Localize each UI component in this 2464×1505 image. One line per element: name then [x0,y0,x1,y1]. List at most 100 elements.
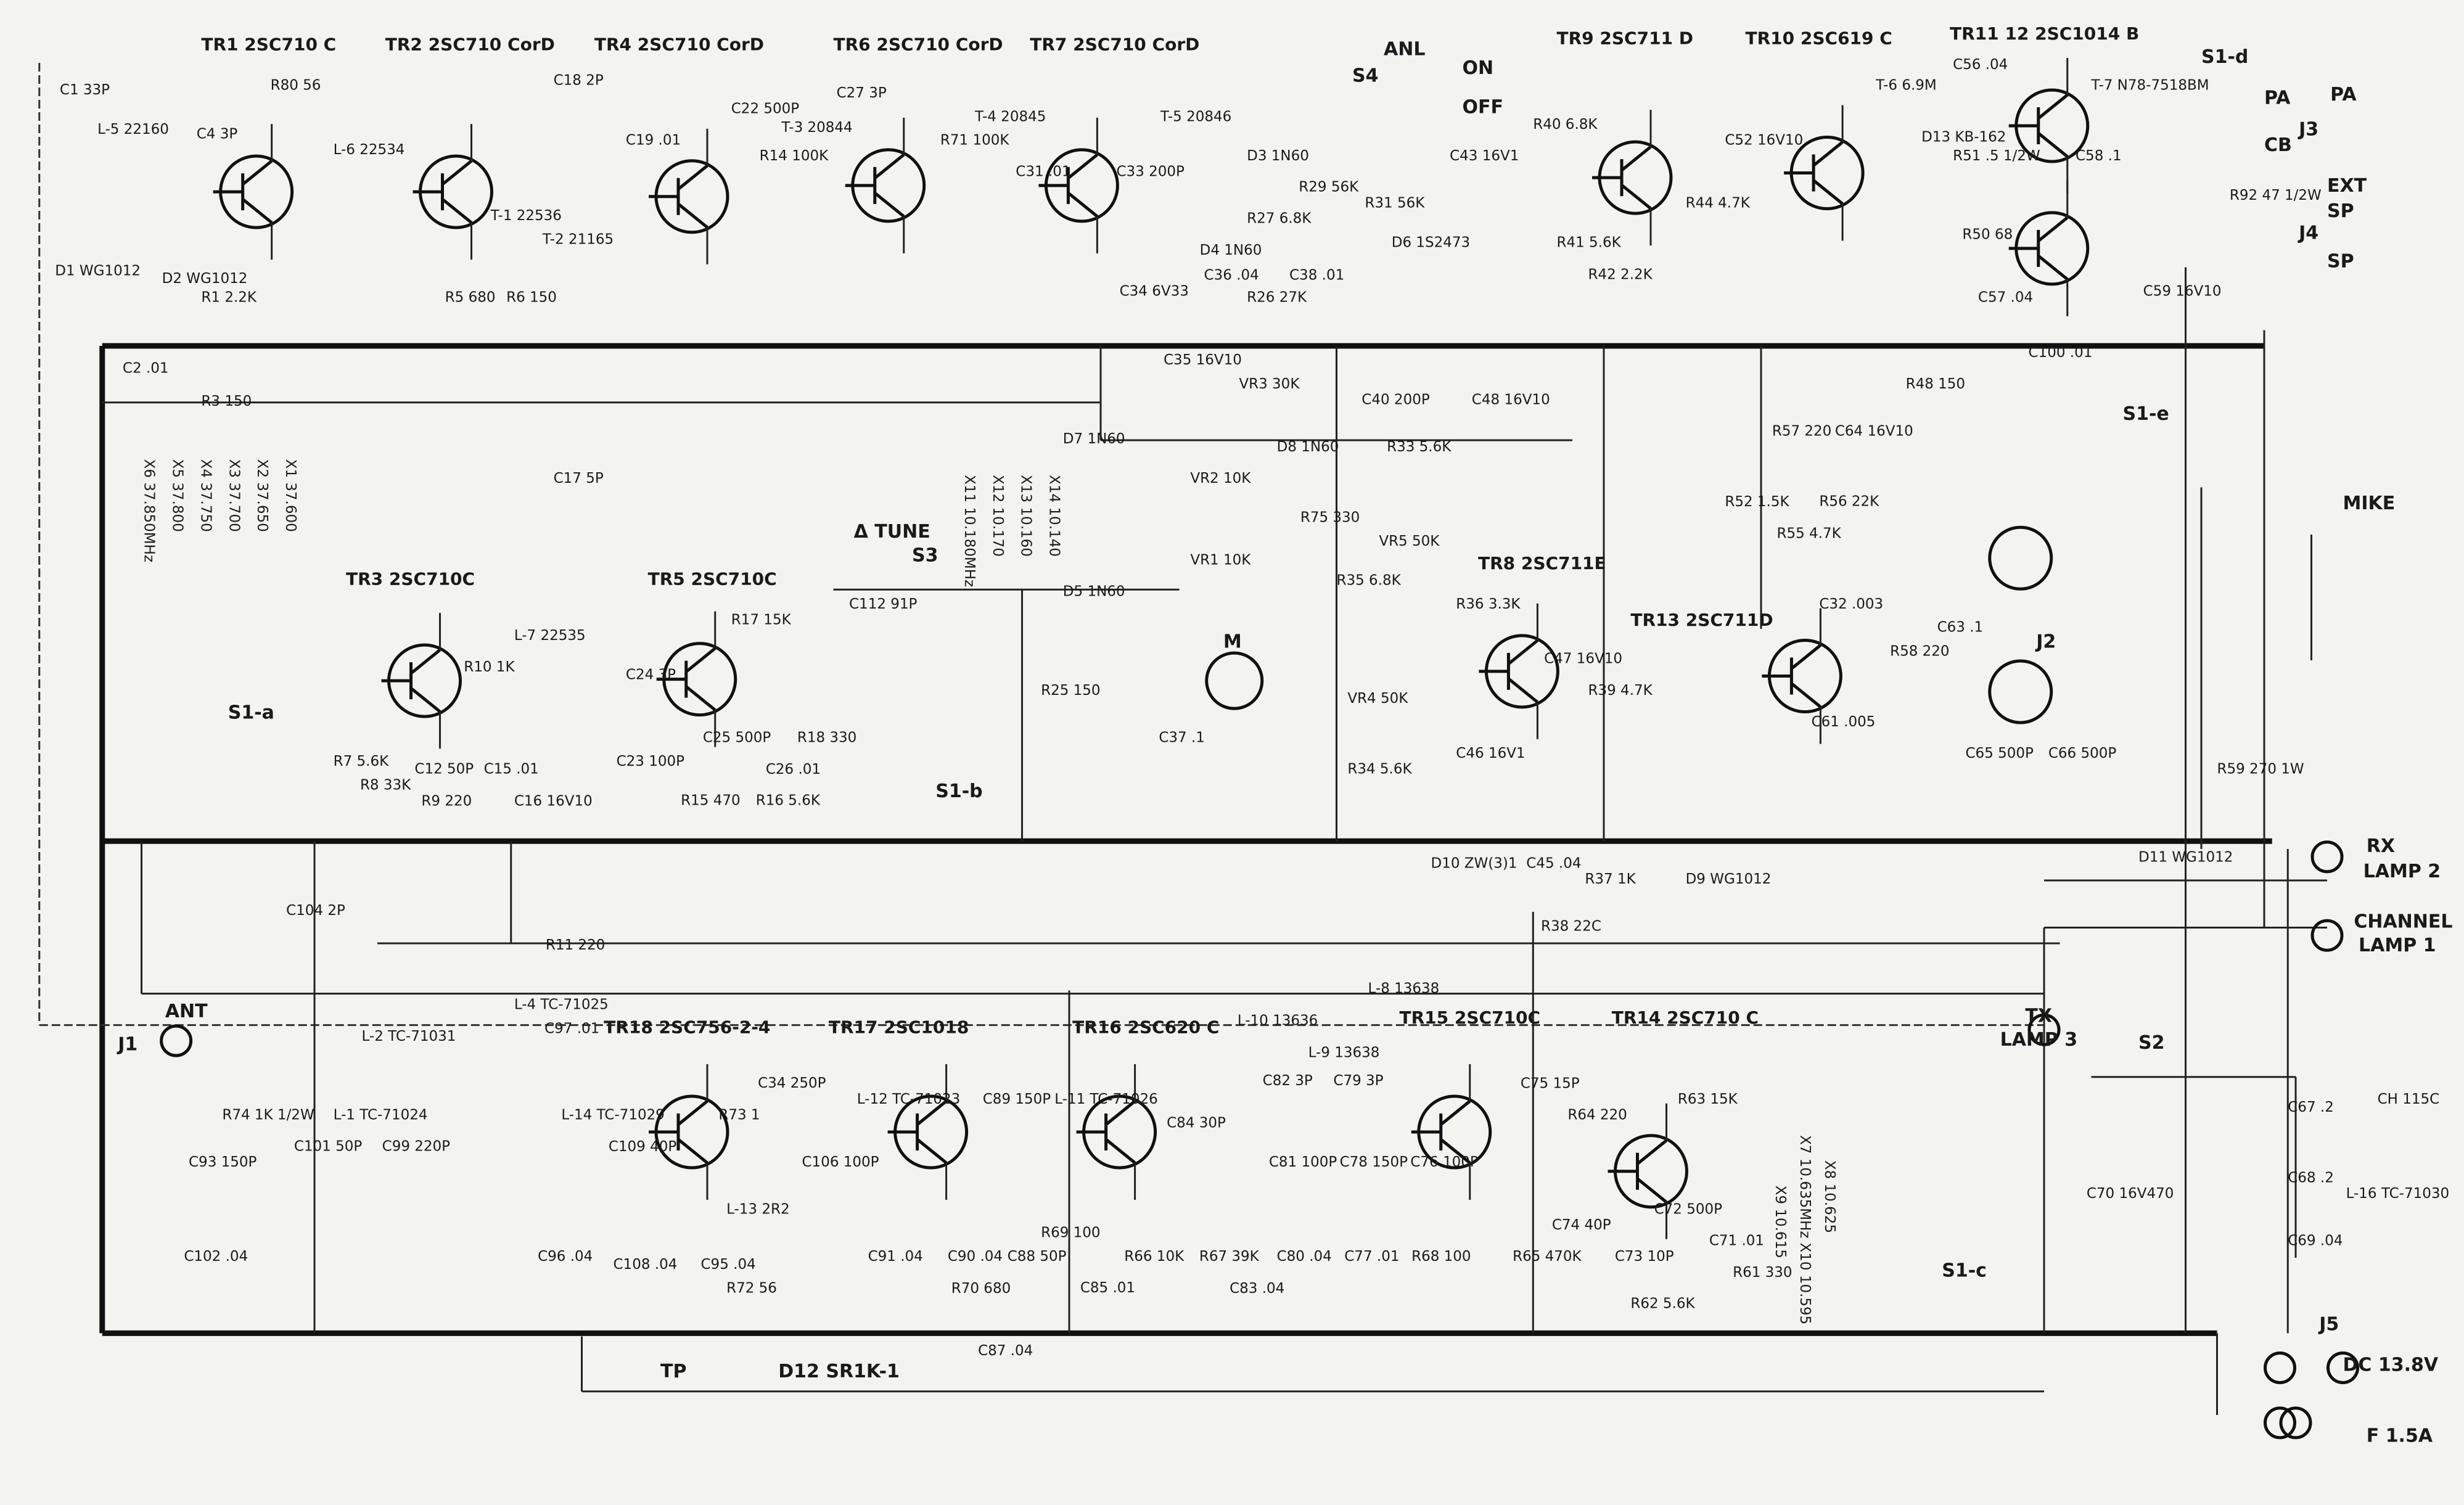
component-label: C1 33P [60,82,110,98]
label-slot: T-6 6.9M [1875,77,1937,93]
component-label: R73 1 [718,1107,760,1123]
label-slot: R3 150 [201,393,252,409]
crystal-label: X4 37.750 [197,459,213,532]
crystal-label: X8 10.625 [1821,1160,1838,1233]
label-slot: C57 .04 [1978,290,2033,306]
label-slot: VR3 30K [1239,376,1300,392]
component-label: R5 680 [445,290,496,306]
transistor-label: TR8 2SC711E [1478,553,1606,573]
transistor-symbol [1592,110,1673,246]
label-slot: C108 .04 [614,1257,678,1273]
label-slot: C91 .04 [868,1249,923,1265]
label-slot: C23 100P [617,753,685,769]
connector-label: EXT [2327,175,2367,197]
component-label: C82 3P [1263,1073,1313,1089]
component-label: R42 2.2K [1588,266,1653,282]
connector-label: ANT [165,1001,208,1022]
label-slot: R80 56 [271,77,321,93]
jack-connector-icon [2326,1351,2359,1384]
label-slot: C67 .2 [2288,1099,2334,1115]
label-slot: T-7 N78-7518BM [2091,77,2209,93]
label-slot: C70 16V470 [2087,1186,2174,1202]
component-label: T-2 21165 [542,231,614,247]
component-label: R62 5.6K [1630,1296,1695,1312]
component-label: C32 .003 [1819,596,1883,612]
label-slot: C35 16V10 [1164,352,1242,368]
component-label: R58 220 [1890,643,1949,659]
label-slot: C40 200P [1361,392,1430,408]
component-label: D11 WG1012 [2138,849,2233,865]
connector-label: SP [2327,251,2354,273]
label-slot: C15 .01 [484,761,539,777]
component-label: R31 56K [1365,195,1425,211]
component-label: R72 56 [726,1281,777,1297]
label-slot: S1-d [2201,46,2248,68]
label-slot: D4 1N60 [1200,242,1262,258]
label-slot: D2 WG1012 [162,271,248,287]
label-slot: R75 330 [1300,510,1360,526]
label-slot: R70 680 [951,1281,1011,1297]
label-slot: TR1 2SC710 C [201,35,336,55]
component-label: R56 22K [1819,494,1879,510]
transistor-symbol [845,117,926,253]
transistor-symbol [649,128,729,265]
label-slot: R25 150 [1041,683,1100,699]
crystal-label: X10 10.595 [1797,1243,1813,1325]
component-label: R3 150 [201,393,252,409]
label-slot: C36 .04 [1204,267,1259,283]
connector-label: S3 [912,544,938,566]
label-slot: X11 10.180MHz [961,475,977,587]
component-label: L-10 13636 [1238,1013,1318,1029]
jack-connector-icon [2027,1013,2061,1046]
label-slot: TR15 2SC710C [1400,1007,1541,1028]
component-label: C25 500P [703,730,771,746]
label-slot: VR2 10K [1190,470,1251,486]
component-label: R1 2.2K [201,290,257,306]
label-slot: C83 .04 [1230,1281,1284,1297]
label-slot: X3 37.700 [226,459,242,532]
label-slot: R35 6.8K [1337,573,1402,589]
component-label: C85 .01 [1080,1280,1135,1296]
label-slot: C68 .2 [2288,1170,2334,1186]
connector-label: S1-e [2123,403,2169,425]
component-label: L-9 13638 [1308,1045,1380,1061]
label-slot: RX [2367,835,2395,857]
label-slot: S1-e [2123,403,2169,425]
transistor-label: TR15 2SC710C [1400,1007,1541,1028]
component-label: C2 .01 [123,360,169,376]
component-label: R68 100 [1411,1249,1471,1265]
connector-label: LAMP 2 [2363,861,2441,882]
label-slot: R26 27K [1247,290,1307,306]
component-label: T-7 N78-7518BM [2091,77,2209,93]
label-slot: OFF [1463,97,1504,118]
component-label: C87 .04 [978,1343,1033,1359]
transistor-label: TR10 2SC619 C [1746,28,1892,48]
component-label: C76 100P [1410,1154,1479,1170]
mic-socket-icon [1988,659,2053,724]
crystal-label: X11 10.180MHz [961,475,977,587]
label-slot: T-4 20845 [974,109,1046,125]
label-slot: C43 16V1 [1450,148,1519,164]
component-label: R59 270 1W [2217,761,2304,777]
crystal-label: X1 37.600 [282,459,298,532]
connector-label: S1-d [2201,46,2248,68]
component-label: C109 40P [609,1139,677,1155]
component-label: L-11 TC-71026 [1054,1091,1158,1107]
label-slot: R14 100K [760,148,829,164]
label-slot: R10 1K [464,659,515,675]
label-slot: R61 330 [1733,1265,1792,1281]
label-slot: R1 2.2K [201,290,257,306]
label-slot: C106 100P [802,1154,879,1170]
component-label: CH 115C [2378,1091,2440,1107]
label-slot: C34 250P [758,1075,826,1091]
label-slot: R31 56K [1365,195,1425,211]
connector-label: LAMP 3 [2000,1029,2078,1051]
label-slot: X9 10.615 [1772,1186,1788,1258]
label-slot: R71 100K [940,133,1009,149]
component-label: T-4 20845 [974,109,1046,125]
label-slot: L-6 22534 [334,142,405,158]
component-label: R38 22C [1541,919,1601,935]
label-slot: C59 16V10 [2143,283,2222,299]
label-slot: L-12 TC-71023 [857,1091,961,1107]
component-label: R69 100 [1041,1224,1100,1240]
